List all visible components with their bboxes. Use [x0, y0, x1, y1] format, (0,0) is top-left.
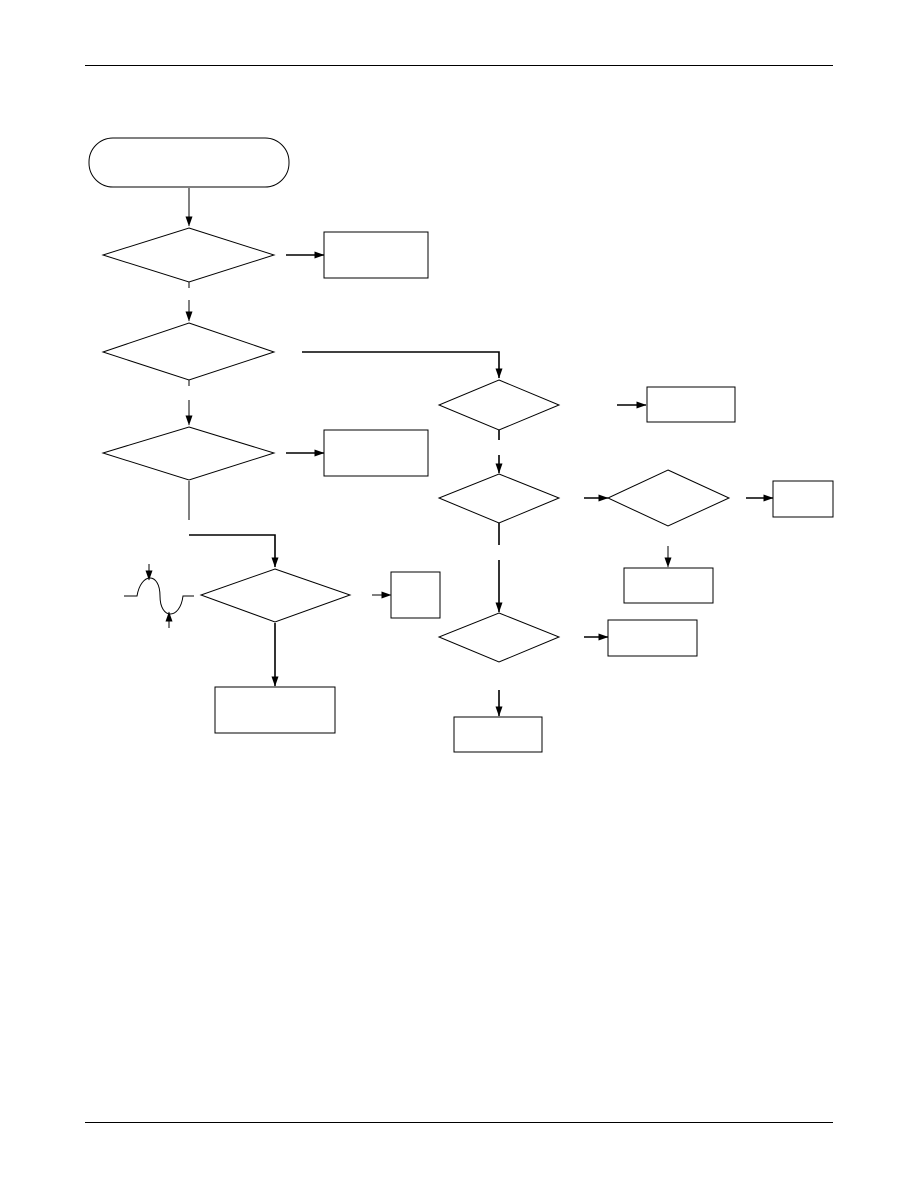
action-5-box: [646, 386, 736, 423]
connectors: [185, 188, 774, 717]
decision-8-diamond: [437, 612, 561, 663]
action-7-down-box: [623, 567, 714, 604]
decision-1-diamond: [101, 227, 276, 283]
decision-5-diamond: [437, 379, 561, 431]
footer-rule: [85, 1122, 833, 1123]
nodes: [88, 137, 834, 753]
action-1-box: [323, 231, 429, 279]
decision-6-diamond: [437, 473, 561, 524]
sine-waveform-path: [124, 577, 194, 615]
header-rule: [85, 65, 833, 66]
decision-2-diamond: [101, 322, 276, 381]
decision-4-diamond: [199, 568, 352, 623]
sine-waveform-icon: [124, 564, 194, 628]
action-4-down-box: [214, 686, 336, 734]
connector-decision-3-to-decision-4: [189, 534, 279, 568]
connector-decision-2-to-decision-5: [302, 351, 503, 379]
decision-7-diamond: [606, 469, 731, 527]
action-4-right-box: [390, 571, 441, 619]
action-8-right-box: [607, 619, 698, 657]
action-3-box: [323, 429, 429, 477]
start-terminator: [88, 137, 290, 188]
action-7-right-box: [772, 480, 834, 518]
decision-3-diamond: [101, 426, 276, 481]
action-8-down-box: [453, 716, 543, 753]
